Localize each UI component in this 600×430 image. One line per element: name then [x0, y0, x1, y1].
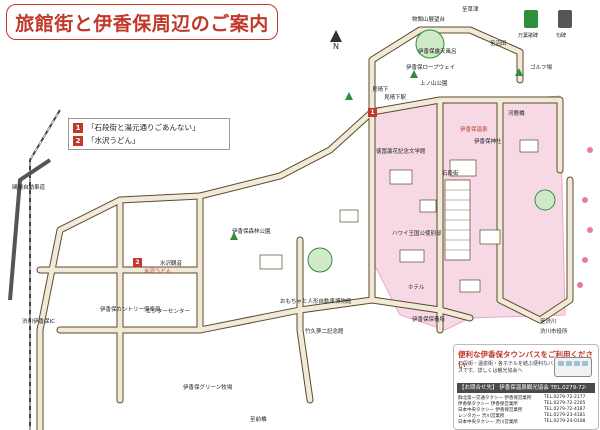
- label-place: 伊香保森林公園: [232, 229, 271, 235]
- expressway: [8, 158, 52, 301]
- legend-row: 2 「水沢うどん」: [73, 134, 225, 147]
- taxi-name: レンタカー 渋川営業所: [458, 414, 505, 419]
- legend-text: 「石段街と湯元通りごあんない」: [87, 123, 200, 132]
- label-place: 至草津: [462, 7, 479, 13]
- label-place: 上ノ山公園: [420, 81, 448, 87]
- forest-area-1: [415, 29, 445, 59]
- label-place: ハワイ王国公使別邸: [392, 231, 442, 237]
- label-place: 徳冨蘆花記念文学館: [376, 149, 426, 155]
- label-place: 河鹿橋: [508, 111, 525, 117]
- north-arrow-icon: [330, 30, 342, 42]
- label-place: 伊香保露天風呂: [418, 49, 457, 55]
- district-buildings: [259, 139, 539, 293]
- label-place: 水沢観音: [160, 261, 183, 267]
- label-place: 至沼田: [490, 41, 507, 47]
- label-place: 竹久夢二記念館: [305, 329, 344, 335]
- taxi-name: 日本中央タクシー 伊香保営業所: [458, 408, 523, 413]
- haiku-monument-caption: 句碑: [556, 33, 567, 39]
- label-place: 伊香保神社: [474, 139, 502, 145]
- taxi-row: 日本中央タクシー 渋川営業所 TEL.0279-24-0108: [458, 419, 585, 425]
- taxi-name: 伊香保タクシー 伊香保営業所: [458, 402, 518, 407]
- label-place: 渋川市役所: [540, 329, 568, 335]
- forest-area-2: [307, 247, 333, 273]
- label-place: 関越自動車道: [12, 185, 46, 191]
- numbered-legend: 1 「石段街と湯元通りごあんない」 2 「水沢うどん」: [68, 118, 230, 150]
- taxi-name: 日本中央タクシー 渋川営業所: [458, 420, 518, 425]
- bus-card-description: 石段街・温泉街・各ホテルを結ぶ便利なバスです。詳しくは観光協会へ: [458, 361, 554, 374]
- taxi-row: 群北第一交通タクシー 伊香保営業所 TEL.0279-72-2177: [458, 395, 585, 401]
- label-place: 伊香保グリーン牧場: [183, 385, 233, 391]
- label-place: 水沢うどん: [144, 269, 172, 275]
- legend-text: 「水沢うどん」: [87, 136, 140, 145]
- taxi-row: 日本中央タクシー 伊香保営業所 TEL.0279-72-4187: [458, 407, 585, 413]
- blossom-trees: [577, 147, 593, 288]
- haiku-monument-icon: [558, 10, 572, 28]
- icon-legend: 万葉歌碑 句碑: [518, 6, 584, 42]
- north-label: N: [333, 42, 339, 51]
- poem-monument-caption: 万葉歌碑: [518, 33, 539, 39]
- marker-2[interactable]: 2: [133, 258, 142, 267]
- label-place: 伊香保保養所: [412, 317, 446, 323]
- label-place: 伊香保温泉: [460, 127, 488, 133]
- mountain-markers: [230, 68, 523, 240]
- label-place: ホテル: [408, 285, 425, 291]
- label-place: 見晴下駅: [384, 95, 407, 101]
- taxi-tel: TEL.0279-72-4187: [544, 407, 586, 412]
- label-place: 至渋川: [540, 319, 557, 325]
- taxi-row: レンタカー 渋川営業所 TEL.0279-23-4181: [458, 413, 585, 419]
- taxi-tel: TEL.0279-72-2205: [544, 401, 586, 406]
- forest-area-3: [534, 189, 556, 211]
- taxi-name: 群北第一交通タクシー 伊香保営業所: [458, 396, 532, 401]
- legend-num: 2: [73, 135, 83, 146]
- label-place: ビジターセンター: [146, 309, 190, 315]
- legend-num: 1: [73, 122, 83, 133]
- legend-row: 1 「石段街と湯元通りごあんない」: [73, 121, 225, 134]
- taxi-tel: TEL.0279-24-0108: [544, 419, 586, 424]
- poem-monument-icon: [524, 10, 538, 28]
- label-place: 伊香保ロープウェイ: [406, 65, 456, 71]
- bus-icon: [554, 357, 592, 377]
- taxi-tel: TEL.0279-23-4181: [544, 413, 586, 418]
- taxi-row: 伊香保タクシー 伊香保営業所 TEL.0279-72-2205: [458, 401, 585, 407]
- label-place: 至前橋: [250, 417, 267, 423]
- taxi-tel: TEL.0279-72-2177: [544, 395, 586, 400]
- label-place: 見晴下: [372, 87, 389, 93]
- label-place: 物聞山展望台: [412, 17, 446, 23]
- map-title: 旅館街と伊香保周辺のご案内: [15, 12, 269, 35]
- bus-card-contact: 【お問合せ先】 伊香保温泉観光協会 TEL.0279-72-3151: [457, 383, 595, 401]
- label-place: 渋川伊香保IC: [22, 319, 55, 325]
- label-place: 石段街: [442, 171, 459, 177]
- bus-info-card: 便利な伊香保タウンバスをご利用ください 石段街・温泉街・各ホテルを結ぶ便利なバス…: [453, 344, 599, 430]
- label-place: 伊香保カントリー倶楽部: [100, 307, 161, 313]
- map-title-box: 旅館街と伊香保周辺のご案内: [6, 4, 278, 40]
- label-place: ゴルフ場: [530, 65, 553, 71]
- bus-card-heading: 便利な伊香保タウンバスをご利用ください: [458, 350, 593, 370]
- label-place: おもちゃと人形自動車博物館: [280, 299, 352, 305]
- marker-1[interactable]: 1: [368, 108, 377, 117]
- north-indicator: N: [328, 30, 344, 51]
